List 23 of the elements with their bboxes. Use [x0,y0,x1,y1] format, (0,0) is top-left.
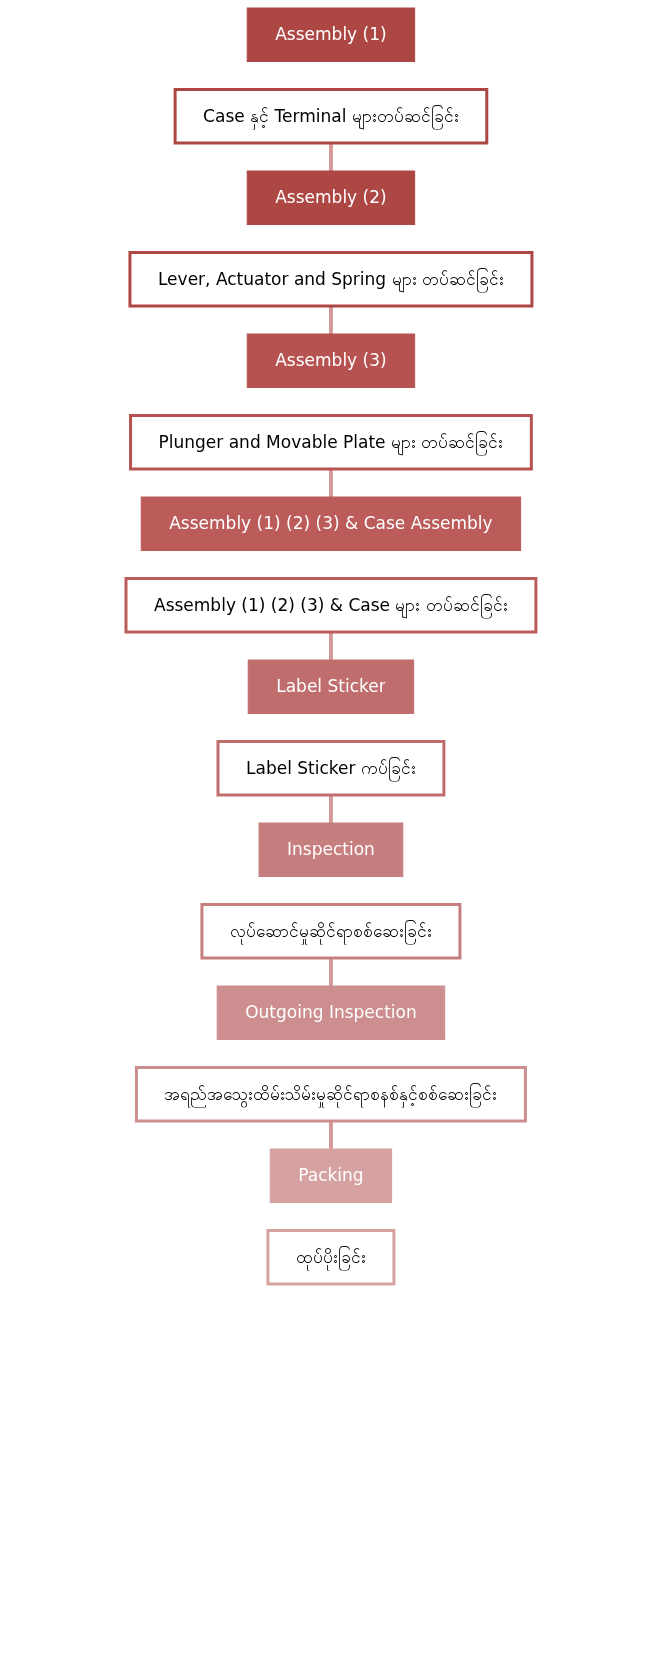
connector [328,958,333,986]
node-box: Case နှင့် Terminal များတပ်ဆင်ခြင်း [173,88,488,145]
node-box: Assembly (1) (2) (3) & Case များ တပ်ဆင်ခြင်း [124,577,537,634]
connector [328,1121,333,1149]
connector [328,632,333,660]
connector [328,795,333,823]
node-box: အရည်အသွေးထိမ်းသိမ်းမှုဆိုင်ရာစနစ်နှင့်စစ်ဆေးခြင်း [134,1066,527,1123]
node-box: Lever, Actuator and Spring များ တပ်ဆင်ခြင်း [128,251,533,308]
connector [328,306,333,334]
node-box: Plunger and Movable Plate များ တပ်ဆင်ခြင်း [128,414,533,471]
node-box: Assembly (1) [246,7,415,62]
node-box: Assembly (3) [246,333,415,388]
node-box: Inspection [258,822,403,877]
node-box: Assembly (1) (2) (3) & Case Assembly [140,496,521,551]
node-box: Label Sticker [247,659,414,714]
node-box: လုပ်ဆောင်မှုဆိုင်ရာစစ်ဆေးခြင်း [200,903,461,960]
node-box: ထုပ်ပိုးခြင်း [266,1229,395,1286]
node-box: Outgoing Inspection [216,985,445,1040]
connector [328,143,333,171]
node-box: Assembly (2) [246,170,415,225]
node-box: Packing [269,1148,392,1203]
connector [328,469,333,497]
node-box: Label Sticker ကပ်ခြင်း [216,740,445,797]
